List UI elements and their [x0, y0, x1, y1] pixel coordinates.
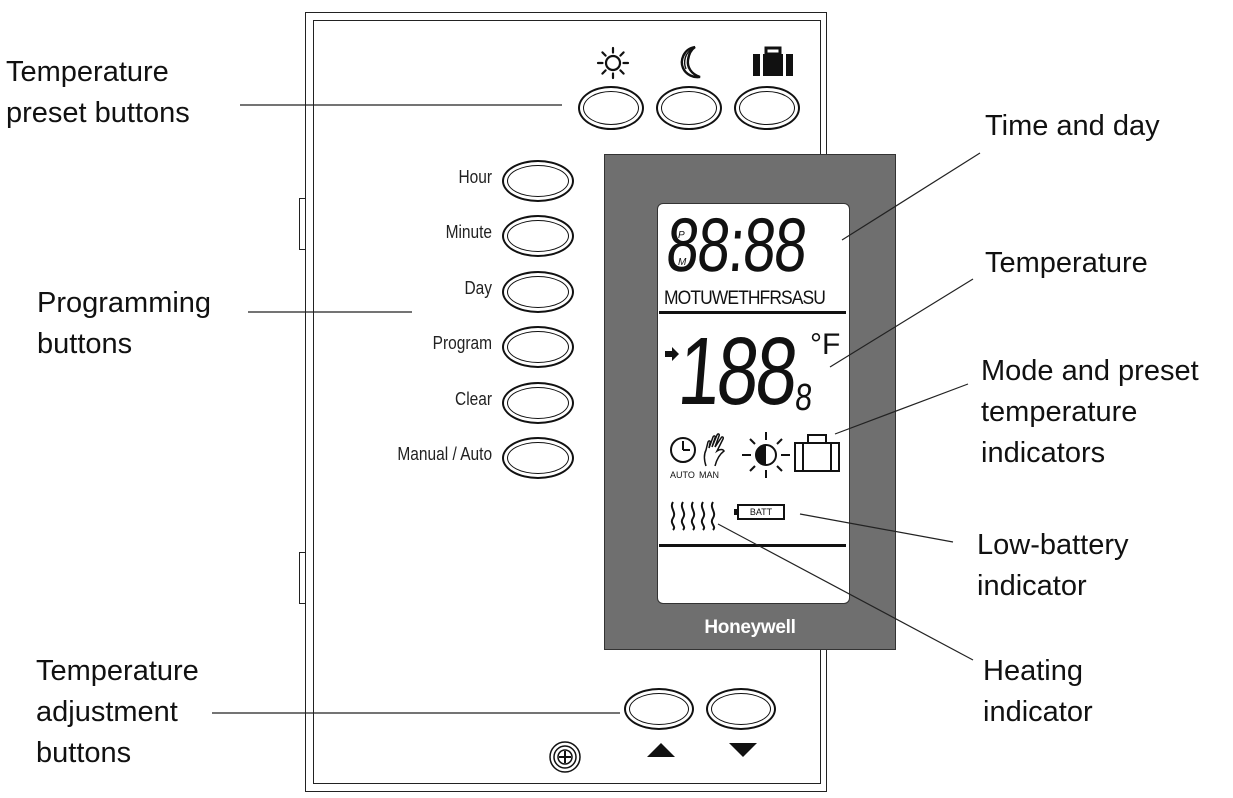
time-readout: 88:88 [663, 203, 809, 288]
heating-waves-icon [670, 501, 716, 531]
battery-indicator: BATT [734, 504, 785, 520]
clear-button[interactable] [502, 382, 574, 424]
brand-logo: Honeywell [704, 617, 796, 638]
callout-mode-and-preset-indicators: Mode and preset temperature indicators [981, 355, 1199, 469]
day-button[interactable] [502, 271, 574, 313]
moon-icon [680, 45, 701, 79]
lcd-divider-bottom [659, 544, 846, 547]
manual-auto-button[interactable] [502, 437, 574, 479]
minute-button[interactable] [502, 215, 574, 257]
temperature-decimal: 8 [793, 377, 814, 419]
callout-time-and-day: Time and day [985, 110, 1160, 142]
triangle-down-icon [729, 743, 757, 757]
screw-icon [549, 741, 581, 773]
program-label: Program [432, 333, 492, 353]
minute-label: Minute [445, 222, 492, 242]
pm-indicator-p: P [678, 230, 685, 241]
callout-temperature-preset-buttons: Temperature preset buttons [6, 56, 190, 129]
hour-button[interactable] [502, 160, 574, 202]
triangle-up-icon [647, 743, 675, 757]
auto-label: AUTO [670, 470, 695, 480]
hand-icon [703, 433, 725, 467]
lcd-divider-top [659, 311, 846, 314]
clock-icon [670, 437, 696, 463]
day-indicators: MOTUWETHFRSASU [664, 288, 826, 309]
sun-indicator-icon [742, 432, 790, 478]
sun-icon [596, 46, 630, 80]
day-label: Day [464, 278, 492, 298]
callout-programming-buttons: Programming buttons [37, 287, 212, 360]
temperature-unit: °F [810, 328, 841, 361]
callout-low-battery-indicator: Low-battery indicator [977, 529, 1129, 602]
preset-comfort-button[interactable] [578, 86, 644, 130]
suitcase-indicator-icon [794, 434, 840, 472]
suitcase-icon [753, 46, 793, 76]
preset-sleep-button[interactable] [656, 86, 722, 130]
callout-temperature: Temperature [985, 247, 1148, 279]
program-button[interactable] [502, 326, 574, 368]
temperature-up-button[interactable] [624, 688, 694, 730]
side-tab-upper [299, 198, 305, 250]
pointer-arrow-icon [665, 347, 679, 361]
temperature-down-button[interactable] [706, 688, 776, 730]
man-label: MAN [699, 470, 719, 480]
callout-temperature-adjustment-buttons: Temperature adjustment buttons [36, 655, 199, 769]
hour-label: Hour [458, 167, 492, 187]
manual-auto-label: Manual / Auto [397, 444, 492, 464]
preset-vacation-button[interactable] [734, 86, 800, 130]
pm-indicator-m: M [678, 257, 687, 268]
callout-heating-indicator: Heating indicator [983, 655, 1093, 728]
temperature-readout: 188 [674, 318, 799, 425]
side-tab-lower [299, 552, 305, 604]
clear-label: Clear [455, 389, 492, 409]
